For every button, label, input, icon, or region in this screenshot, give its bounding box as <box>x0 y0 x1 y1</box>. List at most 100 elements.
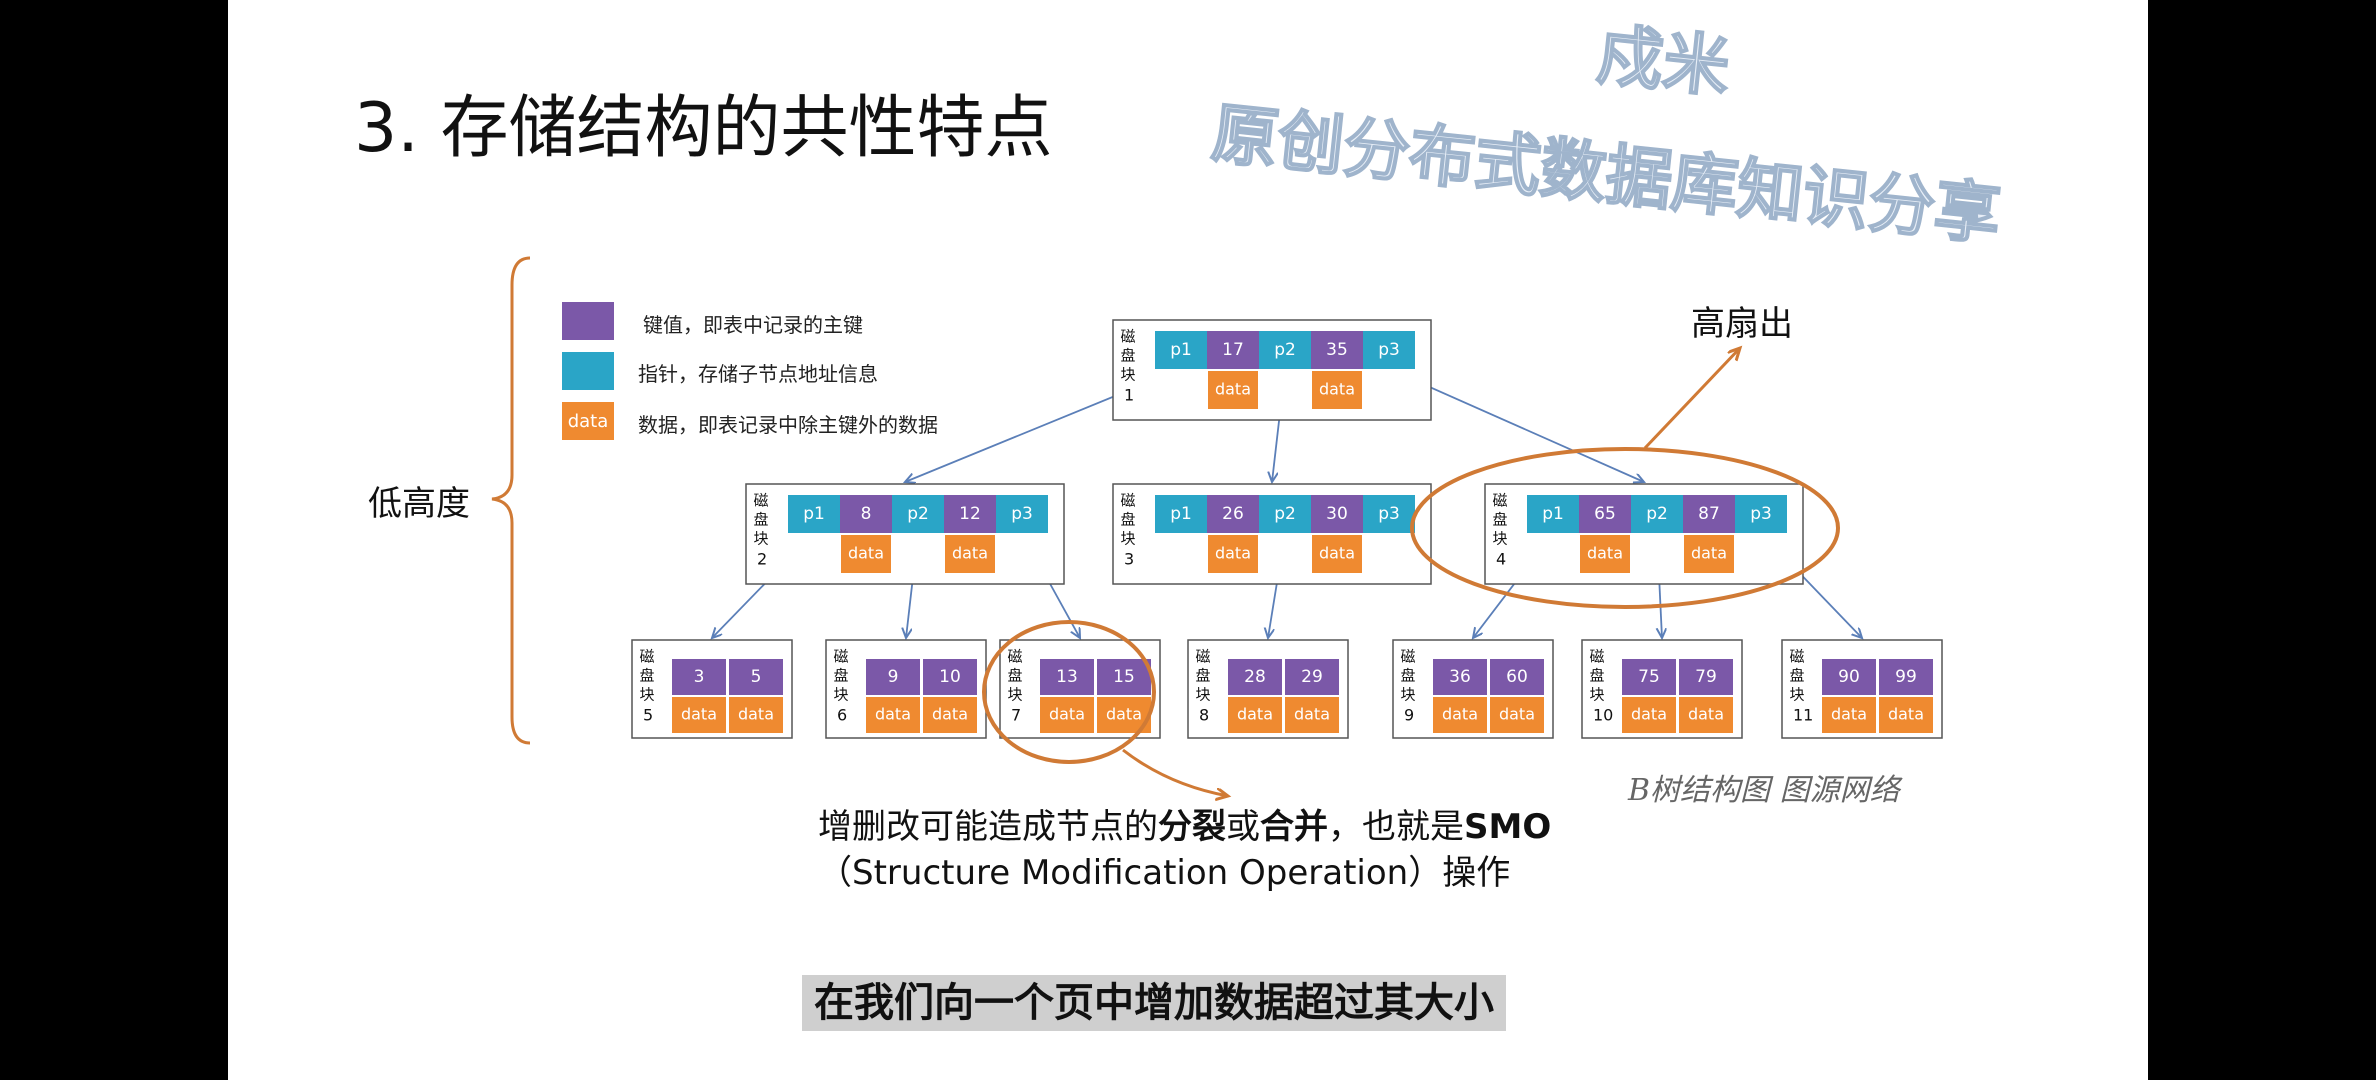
disk-block-label: 磁 <box>1789 648 1804 666</box>
data-label: data <box>848 544 884 563</box>
data-label: data <box>738 705 774 724</box>
key-value: 3 <box>694 667 705 687</box>
key-value: 29 <box>1301 667 1323 687</box>
legend-data-swatch: data <box>562 402 614 440</box>
key-cell <box>840 495 892 533</box>
split-arrow <box>1122 748 1228 796</box>
caption-split: 分裂 <box>1158 807 1226 847</box>
fanout-highlight-ellipse <box>1410 447 1840 609</box>
pointer-label: p1 <box>1170 340 1192 360</box>
key-cell <box>729 659 783 695</box>
key-value: 8 <box>861 504 872 524</box>
data-label: data <box>1106 705 1142 724</box>
disk-block-label: 盘 <box>1589 667 1604 685</box>
key-cell <box>1879 659 1933 695</box>
data-label: data <box>1319 544 1355 563</box>
data-cell <box>1433 697 1487 733</box>
key-cell <box>1097 659 1151 695</box>
disk-block-label: 盘 <box>639 667 654 685</box>
key-cell <box>1228 659 1282 695</box>
disk-block-label: 块 <box>1195 686 1210 704</box>
disk-block-label: 磁 <box>1589 648 1604 666</box>
key-cell <box>944 495 996 533</box>
data-cell <box>1228 697 1282 733</box>
disk-block-label: 磁 <box>639 648 654 666</box>
data-label: data <box>1831 705 1867 724</box>
disk-block-label: 块 <box>1400 686 1415 704</box>
key-value: 28 <box>1244 667 1266 687</box>
disk-block-number: 2 <box>757 550 767 569</box>
pointer-cell <box>1735 495 1787 533</box>
disk-block-label: 盘 <box>1120 511 1135 529</box>
pointer-cell <box>1155 331 1207 369</box>
disk-block-label: 盘 <box>1007 667 1022 685</box>
data-cell <box>729 697 783 733</box>
legend-key-swatch <box>562 302 614 340</box>
smo-caption: 增删改可能造成节点的分裂或合并，也就是SMO （Structure Modifi… <box>818 804 1551 896</box>
key-cell <box>1683 495 1735 533</box>
disk-block-label: 盘 <box>833 667 848 685</box>
pointer-label: p1 <box>1170 504 1192 524</box>
data-label: data <box>1631 705 1667 724</box>
pointer-label: p3 <box>1750 504 1772 524</box>
key-cell <box>1040 659 1094 695</box>
pointer-label: p3 <box>1011 504 1033 524</box>
key-cell <box>1622 659 1676 695</box>
data-cell <box>1580 535 1630 573</box>
key-value: 13 <box>1056 667 1078 687</box>
caption-merge: 合并 <box>1260 807 1328 847</box>
key-cell <box>1679 659 1733 695</box>
key-value: 65 <box>1594 504 1616 524</box>
disk-block-label: 盘 <box>1120 347 1135 365</box>
disk-block-label: 块 <box>1120 366 1135 384</box>
key-value: 12 <box>959 504 981 524</box>
key-value: 26 <box>1222 504 1244 524</box>
disk-block-label: 磁 <box>1400 648 1415 666</box>
legend-data-label: 数据，即表记录中除主键外的数据 <box>638 413 938 437</box>
data-label: data <box>1587 544 1623 563</box>
pointer-label: p3 <box>1378 504 1400 524</box>
data-cell <box>1040 697 1094 733</box>
key-value: 75 <box>1638 667 1660 687</box>
data-label: data <box>1237 705 1273 724</box>
disk-block-number: 9 <box>1404 706 1414 725</box>
disk-block-label: 盘 <box>1492 511 1507 529</box>
key-value: 60 <box>1506 667 1528 687</box>
slide-title: 3. 存储结构的共性特点 <box>354 89 1053 168</box>
data-label: data <box>932 705 968 724</box>
disk-block-label: 磁 <box>833 648 848 666</box>
data-label: data <box>1499 705 1535 724</box>
disk-block-label: 磁 <box>1120 492 1135 510</box>
disk-block-number: 6 <box>837 706 847 725</box>
disk-block-number: 7 <box>1011 706 1021 725</box>
key-value: 79 <box>1695 667 1717 687</box>
data-cell <box>1285 697 1339 733</box>
disk-block-label: 块 <box>1492 530 1507 548</box>
key-cell <box>866 659 920 695</box>
pointer-label: p1 <box>803 504 825 524</box>
disk-block-label: 块 <box>833 686 848 704</box>
key-cell <box>923 659 977 695</box>
pointer-cell <box>1363 495 1415 533</box>
data-cell <box>1684 535 1734 573</box>
split-highlight-ellipse <box>982 620 1156 764</box>
legend-pointer-swatch <box>562 352 614 390</box>
data-label: data <box>1215 380 1251 399</box>
pointer-cell <box>892 495 944 533</box>
pointer-label: p3 <box>1378 340 1400 360</box>
key-value: 30 <box>1326 504 1348 524</box>
key-cell <box>1207 331 1259 369</box>
data-label: data <box>1049 705 1085 724</box>
key-value: 5 <box>751 667 762 687</box>
data-cell <box>1208 535 1258 573</box>
fanout-arrow <box>1643 348 1740 450</box>
pointer-cell <box>1155 495 1207 533</box>
key-value: 15 <box>1113 667 1135 687</box>
disk-block-label: 盘 <box>1400 667 1415 685</box>
